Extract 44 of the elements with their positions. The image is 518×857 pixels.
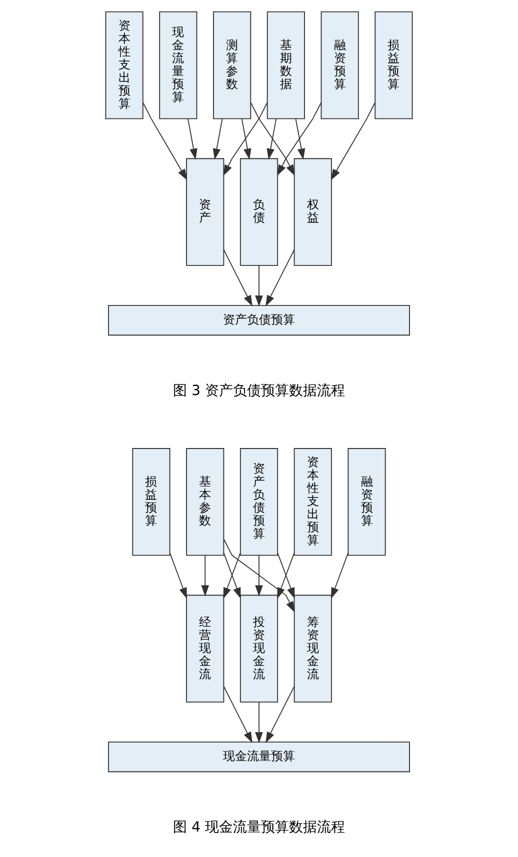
node-box: 权益	[294, 158, 332, 266]
arrow	[169, 552, 187, 599]
label: 图 3 资产负债预算数据流程	[173, 383, 345, 400]
arrow	[266, 249, 295, 306]
arrow	[223, 249, 252, 306]
arrow	[295, 118, 306, 160]
node-box: 资产负债预算	[240, 448, 278, 556]
arrow	[223, 538, 295, 613]
node-box: 测算参数	[213, 11, 252, 120]
arrow	[330, 102, 376, 180]
arrow	[223, 686, 252, 744]
arrow	[277, 102, 322, 176]
arrow	[241, 118, 252, 160]
node-box: 负债	[240, 158, 278, 266]
node-box: 基期数据	[266, 11, 305, 120]
arrow	[142, 102, 188, 180]
node-box: 现金流量预算	[108, 742, 410, 772]
arrow	[277, 552, 295, 599]
node-box: 资本性支出预算	[105, 11, 144, 120]
node-box: 现金流量预算	[159, 11, 198, 120]
arrow	[201, 555, 210, 596]
arrow	[255, 555, 263, 596]
node-box: 融资预算	[320, 11, 359, 120]
node-box: 资产负债预算	[108, 304, 410, 336]
arrow	[223, 552, 241, 599]
node-box: 损益预算	[132, 448, 170, 556]
node-box: 投资现金流	[240, 594, 278, 703]
arrow	[255, 265, 263, 307]
node-box: 资本性支出预算	[294, 448, 332, 556]
node-box: 损益预算	[374, 11, 413, 120]
arrow	[223, 102, 268, 176]
arrow	[188, 118, 198, 160]
arrow	[266, 118, 277, 160]
node-box: 基本参数	[186, 448, 224, 556]
node-box: 融资预算	[348, 448, 386, 556]
arrow	[266, 686, 295, 744]
arrow	[250, 102, 295, 176]
arrow	[331, 552, 349, 599]
node-box: 经营现金流	[186, 594, 224, 703]
arrow	[255, 702, 263, 744]
label: 图 4 现金流量预算数据流程	[173, 820, 345, 836]
node-box: 资产	[186, 158, 224, 266]
node-box: 筹资现金流	[294, 594, 332, 703]
arrow	[212, 118, 223, 160]
